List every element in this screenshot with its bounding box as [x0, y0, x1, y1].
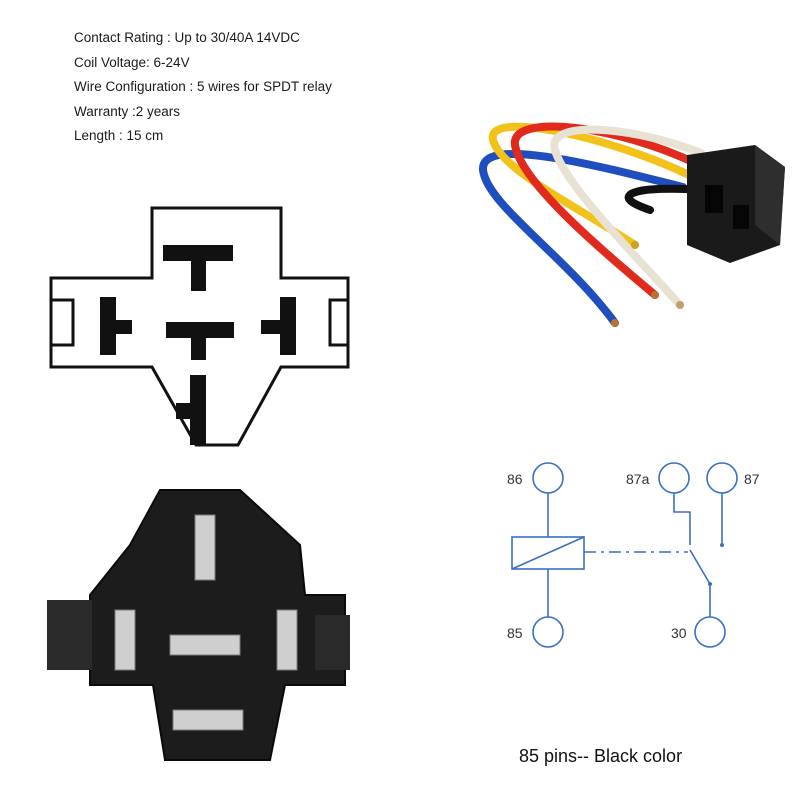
left-tab-outline	[51, 298, 75, 347]
spec-length: Length : 15 cm	[74, 128, 164, 143]
spec-wire-configuration: Wire Configuration : 5 wires for SPDT re…	[74, 79, 332, 94]
switch-arm	[689, 549, 711, 585]
coil-diagonal	[511, 536, 585, 570]
pin-top-stem	[191, 261, 206, 291]
wire-end-yellow	[631, 241, 639, 249]
pin-left-stem	[116, 320, 132, 334]
spec-list: Contact Rating : Up to 30/40A 14VDC Coil…	[74, 26, 332, 149]
pin-right-stem	[261, 320, 280, 334]
wire-end-blue	[611, 319, 619, 327]
socket-body	[687, 145, 785, 263]
label-pin-87a: 87a	[626, 471, 650, 487]
pin-86-circle	[532, 462, 564, 494]
wire-end-white	[676, 301, 684, 309]
terminal-right	[276, 609, 298, 671]
pin-30-circle	[694, 616, 726, 648]
label-pin-86: 86	[507, 471, 523, 487]
wire-white	[550, 125, 705, 309]
wire-black	[624, 184, 709, 214]
pin-right-bar	[280, 297, 296, 355]
pin-center-stem	[191, 338, 206, 360]
contact-dot-87	[720, 543, 724, 547]
pin-87-circle	[706, 462, 738, 494]
pin-left-bar	[100, 297, 116, 355]
spec-coil-voltage: Coil Voltage: 6-24V	[74, 54, 190, 70]
pin-85-circle	[532, 616, 564, 648]
wire-end-red	[651, 291, 659, 299]
pin-87a-circle	[658, 462, 690, 494]
contact-dot-30	[708, 582, 712, 586]
label-pin-85: 85	[507, 625, 523, 641]
pin-layout-outline	[49, 206, 350, 447]
socket-outline	[49, 206, 350, 447]
right-clip	[315, 615, 350, 670]
right-tab-outline	[328, 298, 348, 347]
spec-contact-rating: Contact Rating : Up to 30/40A 14VDC	[74, 30, 300, 45]
pin-bottom-stem	[176, 403, 190, 419]
label-pin-87: 87	[744, 471, 760, 487]
terminal-top	[194, 514, 216, 581]
wire-yellow	[488, 122, 693, 249]
socket-face-photo	[47, 489, 350, 761]
lead-87a	[673, 493, 691, 545]
wire-blue	[479, 150, 687, 327]
pin-top-bar	[163, 245, 233, 261]
pin-bottom-bar	[190, 375, 206, 445]
caption: 85 pins-- Black color	[519, 746, 683, 766]
left-clip	[47, 600, 92, 670]
label-pin-30: 30	[671, 625, 687, 641]
pin-center-bar	[166, 322, 234, 338]
terminal-bottom	[172, 709, 244, 731]
spec-warranty: Warranty :2 years	[74, 103, 181, 119]
relay-socket-wires-photo	[479, 122, 785, 327]
terminal-left	[114, 609, 136, 671]
wire-red	[510, 122, 699, 299]
terminal-center	[169, 634, 241, 656]
